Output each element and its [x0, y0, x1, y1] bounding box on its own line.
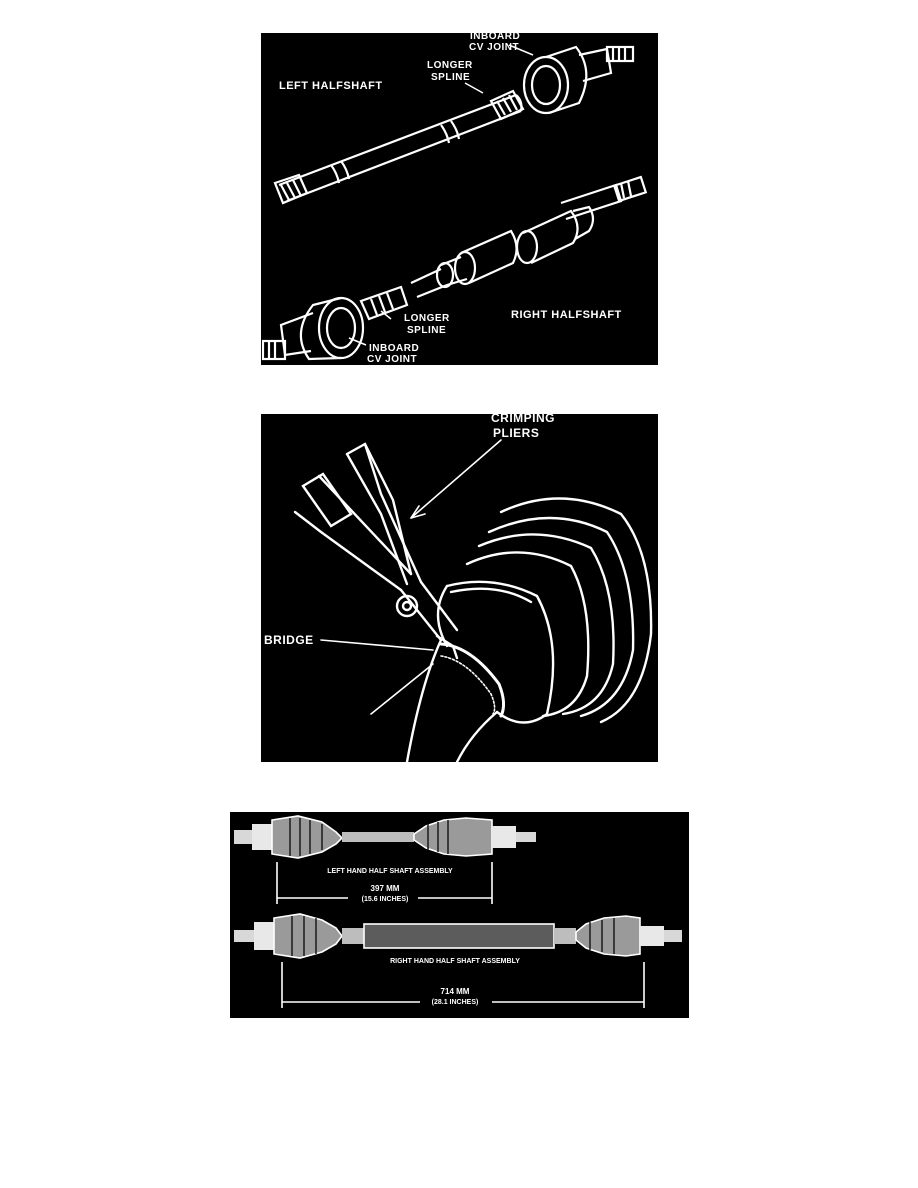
- figure-crimping-pliers: CRIMPING PLIERS BRIDGE: [261, 414, 658, 762]
- inboard-cv-joint-top: [522, 45, 635, 115]
- right-halfshaft-assembly: [359, 175, 648, 321]
- label-inboard-bottom-2: CV JOINT: [367, 354, 418, 365]
- label-bridge: BRIDGE: [264, 633, 314, 647]
- halfshafts-drawing: [261, 44, 648, 361]
- label-longer-spline-bottom-2: SPLINE: [407, 325, 447, 336]
- left-halfshaft-shaft: [273, 89, 525, 205]
- inboard-cv-joint-bottom: [261, 296, 365, 361]
- label-right-mm: 714 MM: [440, 987, 470, 996]
- label-right-assembly: RIGHT HAND HALF SHAFT ASSEMBLY: [390, 958, 520, 965]
- cv-boot-drawing: [320, 439, 653, 762]
- label-left-assembly: LEFT HAND HALF SHAFT ASSEMBLY: [327, 868, 453, 875]
- figure-halfshaft-lengths: LEFT HAND HALF SHAFT ASSEMBLY 397 MM (15…: [230, 812, 689, 1018]
- left-hand-shaft-drawing: [234, 815, 536, 904]
- label-left-halfshaft: LEFT HALFSHAFT: [279, 80, 383, 92]
- label-inboard-bottom-1: INBOARD: [369, 343, 420, 354]
- crimping-pliers-drawing: [293, 442, 459, 660]
- label-crimping-1: CRIMPING: [491, 414, 555, 425]
- crimping-drawing: [293, 439, 653, 762]
- label-crimping-2: PLIERS: [493, 426, 540, 440]
- label-left-in: (15.6 INCHES): [361, 896, 409, 903]
- label-inboard-top-2: CV JOINT: [469, 42, 520, 53]
- label-right-halfshaft: RIGHT HALFSHAFT: [511, 309, 622, 321]
- label-right-in: (28.1 INCHES): [431, 999, 479, 1006]
- leader-lines: [348, 44, 534, 346]
- label-left-mm: 397 MM: [370, 884, 400, 893]
- label-longer-spline-bottom-1: LONGER: [404, 313, 450, 324]
- figure-halfshafts-exploded: LEFT HALFSHAFT LONGER SPLINE INBOARD CV …: [261, 33, 658, 365]
- lengths-drawing: [234, 815, 682, 1008]
- label-inboard-top-1: INBOARD: [470, 33, 521, 42]
- label-longer-spline-top-1: LONGER: [427, 60, 473, 71]
- label-longer-spline-top-2: SPLINE: [431, 72, 471, 83]
- right-hand-shaft-drawing: [234, 913, 682, 1008]
